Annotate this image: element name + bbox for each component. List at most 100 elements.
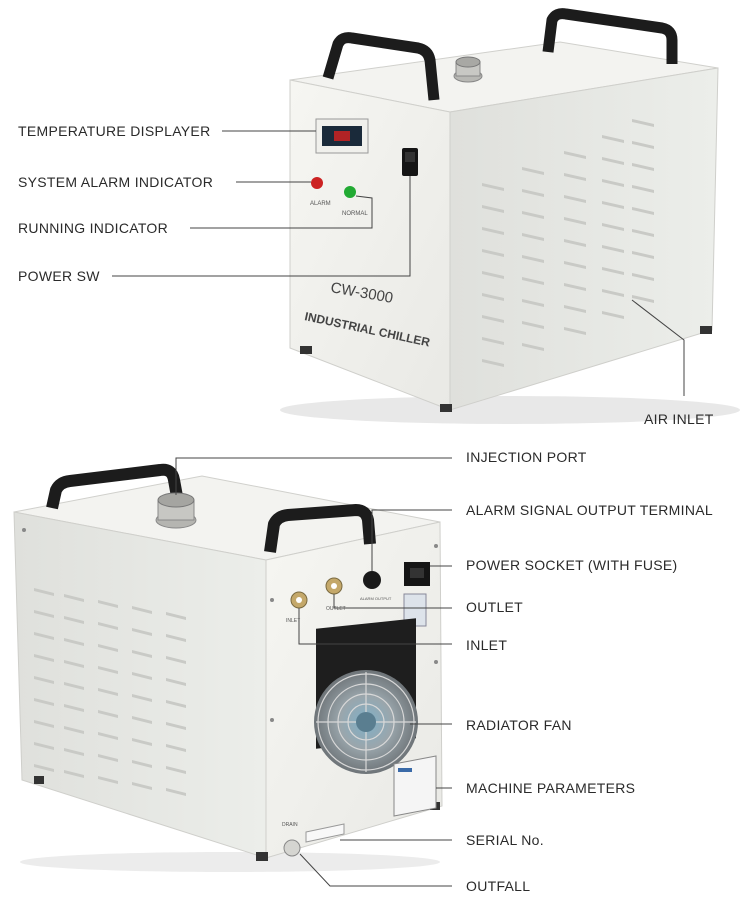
injection-port-cap [157,492,195,508]
louver-slot [98,622,118,630]
bottom-shadow [20,852,440,872]
louver-slot [64,682,84,690]
louver-slot [98,600,118,608]
louver-slot [522,255,544,263]
normal-led-caption: NORMAL [342,211,368,217]
louver-slot [632,229,654,237]
louver-slot [34,588,54,596]
label-radiator-fan: RADIATOR FAN [466,717,572,733]
louver-slot [632,295,654,303]
line-injection-port [175,457,452,495]
louver-slot [34,676,54,684]
label-temperature-displayer: TEMPERATURE DISPLAYER [18,123,211,139]
louver-slot [132,782,152,790]
bottom-handle-front [46,463,184,510]
screw [270,598,274,602]
louver-slot [166,722,186,730]
louver-slot [98,732,118,740]
louver-slot [34,742,54,750]
power-socket-pins [410,568,424,578]
louver-slot [602,179,624,187]
louver-slot [564,283,586,291]
louver-slot [64,660,84,668]
label-alarm-signal-output-terminal: ALARM SIGNAL OUTPUT TERMINAL [466,502,713,518]
line-running-indicator [190,195,373,229]
callout-lines [112,130,685,887]
louver-slot [564,327,586,335]
serial-label [305,823,345,843]
outlet-fitting-bore [331,583,337,589]
louver-slot [564,173,586,181]
bottom-foot [34,776,44,784]
louver-slot [34,654,54,662]
louver-slot [132,694,152,702]
label-power-socket: POWER SOCKET (WITH FUSE) [466,557,678,573]
louver-slot [632,251,654,259]
louver-slot [64,704,84,712]
louver-slot [632,141,654,149]
line-alarm-signal-output [371,509,452,571]
louver-slot [482,359,504,367]
louver-slot [98,776,118,784]
louver-slot [98,710,118,718]
alarm-output-terminal [363,571,381,589]
top-foot [700,326,712,334]
louver-slot [522,299,544,307]
line-outlet [333,594,452,609]
louver-slot [522,277,544,285]
top-chiller [280,8,740,424]
louver-slot [132,672,152,680]
louver-slot [64,726,84,734]
louver-slot [602,245,624,253]
screw [270,718,274,722]
louver-slot [602,267,624,275]
top-shadow [280,396,740,424]
louver-slot [632,119,654,127]
alarm-led-caption: ALARM [310,201,331,207]
label-serial-no: SERIAL No. [466,832,544,848]
alarm-output-caption: ALARM OUTPUT [360,596,392,601]
inlet-caption: INLET [286,618,300,624]
bottom-handle-back [264,504,376,553]
louver-slot [34,720,54,728]
louver-slot [166,634,186,642]
inlet-fitting-bore [296,597,302,603]
louver-slot [564,239,586,247]
power-switch-rocker [405,152,415,162]
line-outfall [299,853,452,887]
louver-slot [98,688,118,696]
machine-parameters-logo [398,768,412,772]
line-inlet [298,608,452,645]
screw [434,544,438,548]
label-machine-parameters: MACHINE PARAMETERS [466,780,636,796]
bottom-side-panel [13,511,267,859]
normal-led [344,186,356,198]
louver-slot [132,628,152,636]
label-running-indicator: RUNNING INDICATOR [18,220,169,236]
louver-slot [482,205,504,213]
louver-slot [632,163,654,171]
louver-slot [34,610,54,618]
top-foot [440,404,452,412]
machine-parameters-label [393,755,437,817]
label-power-sw: POWER SW [18,268,100,284]
louver-slot [632,273,654,281]
louver-slot [166,612,186,620]
louver-slot [98,644,118,652]
louver-slot [64,748,84,756]
louver-slot [564,195,586,203]
label-system-alarm-indicator: SYSTEM ALARM INDICATOR [18,174,214,190]
label-outlet: OUTLET [466,599,524,615]
louver-slot [98,666,118,674]
louver-slot [132,716,152,724]
louver-slot [522,321,544,329]
label-injection-port: INJECTION PORT [466,449,587,465]
outlet-caption: OUTLET [326,606,346,612]
louver-slot [166,744,186,752]
louver-slot [132,738,152,746]
louver-slot [64,616,84,624]
louver-slot [602,311,624,319]
louver-slot [166,656,186,664]
line-power-sw [112,176,411,277]
